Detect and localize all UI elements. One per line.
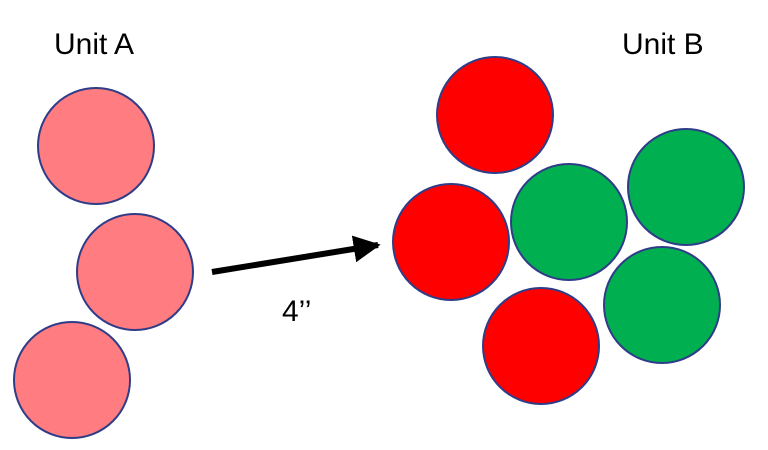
unit-a-label: Unit A (54, 28, 135, 61)
unit-a-model-1 (37, 87, 155, 205)
unit-b-label: Unit B (622, 28, 704, 61)
movement-distance-label: 4’’ (282, 295, 312, 328)
unit-a-model-2 (76, 213, 194, 331)
unit-a-model-3 (13, 321, 131, 439)
unit-b-green-model-3 (603, 246, 721, 364)
unit-a-group (13, 87, 194, 439)
unit-b-red-model-3 (482, 287, 600, 405)
unit-b-green-model-1 (510, 163, 628, 281)
unit-b-group (392, 56, 745, 405)
unit-b-red-model-2 (392, 183, 510, 301)
unit-b-red-model-1 (436, 56, 554, 174)
movement-arrow (211, 235, 381, 275)
unit-b-green-model-2 (627, 128, 745, 246)
